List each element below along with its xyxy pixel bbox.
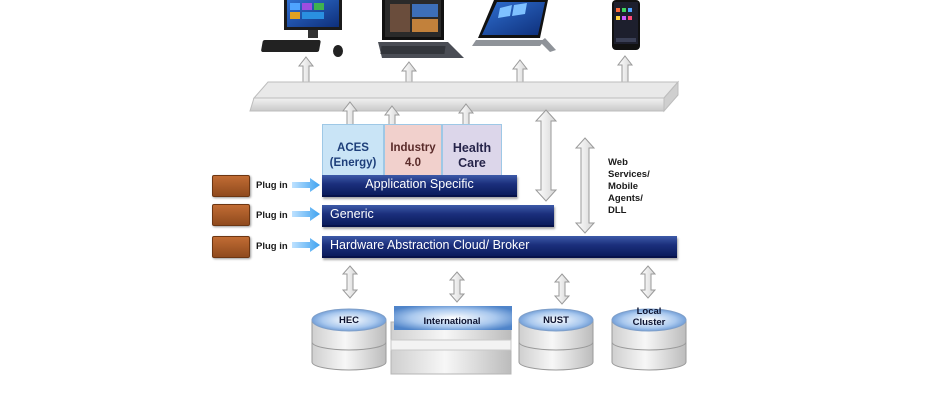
- database-international-icon: [390, 306, 512, 375]
- layer-application-label: Application Specific: [365, 177, 474, 191]
- web-services-line: Services/: [608, 169, 650, 180]
- desktop-computer-icon: [261, 0, 343, 57]
- database-hec-label: HEC: [338, 315, 360, 326]
- plugin-label-hardware: Plug in: [256, 241, 288, 252]
- database-local-line1: Local: [636, 306, 662, 317]
- database-local-cluster-icon: [611, 308, 687, 371]
- database-nust-icon: [518, 308, 594, 371]
- module-health-line1: Health: [452, 141, 492, 155]
- module-health-care: Health Care: [442, 124, 502, 176]
- plugin-arrow-generic-icon: [292, 207, 320, 221]
- module-health-line2: Care: [458, 156, 486, 170]
- database-international-label: International: [423, 316, 481, 327]
- module-industry-line1: Industry: [390, 142, 436, 154]
- layer-application-specific: Application Specific: [322, 175, 517, 197]
- plugin-block-generic: [212, 204, 250, 226]
- layer-hardware-label: Hardware Abstraction Cloud/ Broker: [330, 238, 530, 252]
- web-services-line: DLL: [608, 205, 627, 216]
- web-services-line: Web: [608, 157, 628, 168]
- database-local-line2: Cluster: [632, 317, 666, 328]
- international-link-arrow-icon: [448, 271, 466, 303]
- layer-hardware-abstraction: Hardware Abstraction Cloud/ Broker: [322, 236, 677, 258]
- plugin-label-generic: Plug in: [256, 210, 288, 221]
- smartphone-icon: [612, 0, 640, 50]
- module-aces-line1: ACES: [337, 142, 369, 154]
- layer-generic-label: Generic: [330, 207, 374, 221]
- nust-link-arrow-icon: [553, 273, 571, 305]
- web-services-label: Web Services/ Mobile Agents/ DLL: [608, 157, 650, 217]
- plugin-arrow-hardware-icon: [292, 238, 320, 252]
- tablet-with-keyboard-icon: [378, 0, 464, 58]
- hec-link-arrow-icon: [341, 265, 359, 299]
- plugin-arrows: [292, 178, 320, 252]
- module-industry-line2: 4.0: [405, 157, 421, 169]
- module-aces-energy: ACES (Energy): [322, 124, 384, 176]
- generic-link-arrow-icon: [534, 109, 558, 202]
- database-nust-label: NUST: [543, 315, 569, 326]
- web-services-line: Agents/: [608, 193, 643, 204]
- module-industry: Industry 4.0: [384, 124, 442, 176]
- web-services-line: Mobile: [608, 181, 639, 192]
- plugin-arrow-application-icon: [292, 178, 320, 192]
- web-services-arrow-icon: [574, 137, 596, 234]
- plugin-label-application: Plug in: [256, 180, 288, 191]
- plugin-block-application: [212, 175, 250, 197]
- surface-tablet-icon: [472, 0, 556, 52]
- module-aces-line2: (Energy): [329, 157, 377, 169]
- database-hec-icon: [311, 308, 387, 371]
- layer-generic: Generic: [322, 205, 554, 227]
- database-local-cluster-label: Local Cluster: [622, 306, 676, 328]
- database-arrows: [341, 265, 657, 305]
- plugin-block-hardware: [212, 236, 250, 258]
- local-link-arrow-icon: [639, 265, 657, 299]
